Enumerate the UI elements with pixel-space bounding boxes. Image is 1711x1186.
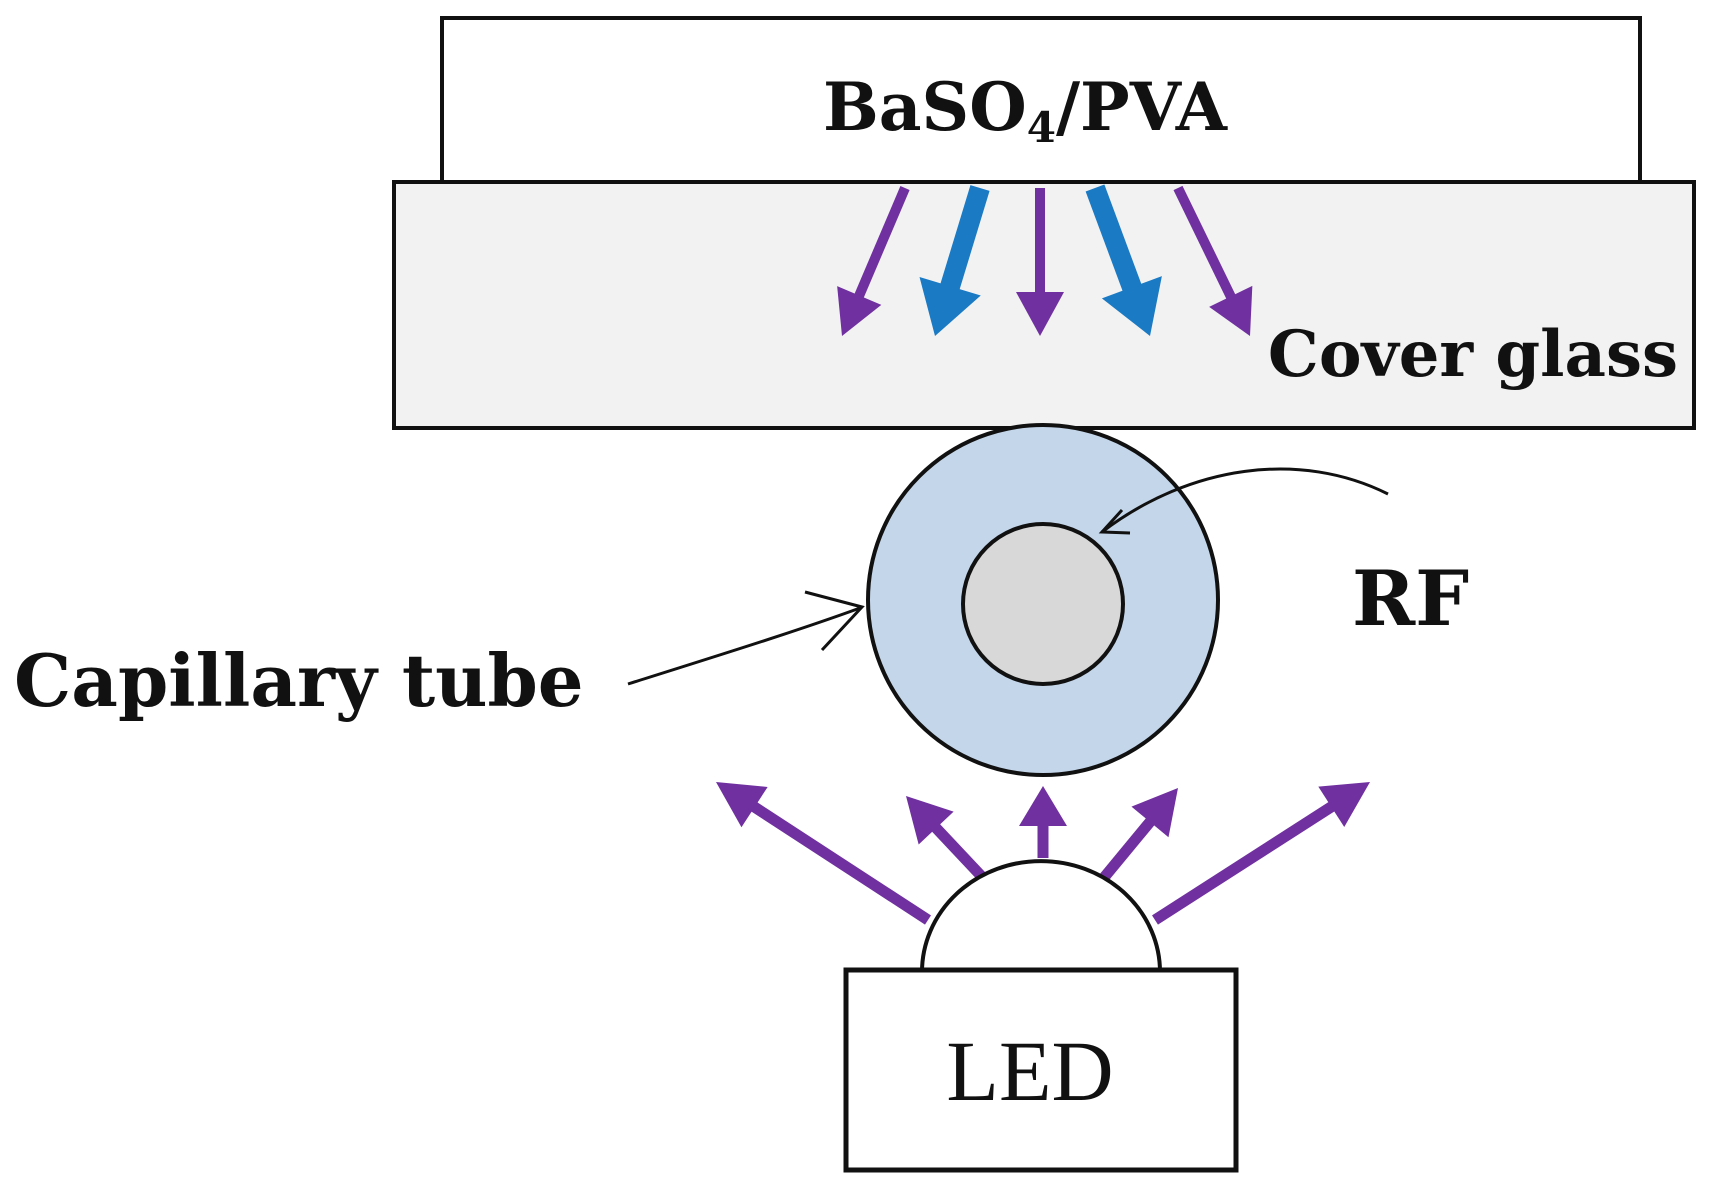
- led-dome: [919, 859, 1163, 974]
- emitted-ray: [1173, 185, 1253, 336]
- capillary-tube-label: Capillary tube: [14, 638, 584, 723]
- emitted-ray: [837, 186, 910, 336]
- emitted-light-rays: [837, 184, 1253, 336]
- excitation-ray: [1019, 786, 1067, 858]
- excitation-ray: [716, 782, 932, 925]
- rf-pointer-head: [1098, 508, 1131, 535]
- rf-pointer-arrow: [1101, 467, 1389, 534]
- led-excitation-rays: [716, 782, 1370, 925]
- baso4-subscript: 4: [1027, 103, 1056, 152]
- led-box: [843, 967, 1239, 1173]
- emitted-ray: [1016, 188, 1064, 336]
- emitted-ray: [919, 185, 990, 336]
- capillary-pointer-head: [804, 590, 865, 652]
- excitation-ray: [906, 796, 990, 884]
- rf-core: [961, 522, 1125, 686]
- capillary-pointer-arrow: [627, 606, 861, 686]
- rf-label: RF: [1352, 554, 1469, 643]
- baso4-prefix: BaSO: [823, 68, 1027, 146]
- excitation-ray: [1097, 788, 1178, 884]
- baso4-suffix: /PVA: [1056, 68, 1228, 146]
- cover-glass-label: Cover glass: [1268, 317, 1678, 392]
- excitation-ray: [1152, 782, 1370, 925]
- baso4-pva-layer: [440, 16, 1642, 184]
- led-label: LED: [946, 1023, 1113, 1119]
- emitted-ray: [1085, 184, 1162, 336]
- baso4-pva-label: BaSO4/PVA: [823, 68, 1228, 152]
